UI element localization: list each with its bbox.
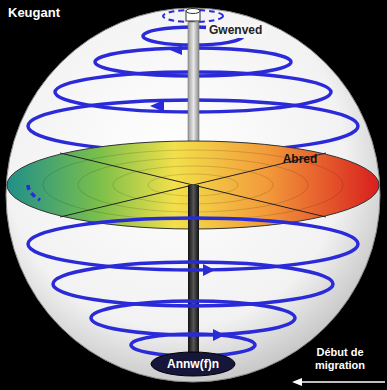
node-label: Annw(f)n (150, 357, 236, 371)
migration-arrow (292, 378, 385, 386)
illustration-part (292, 378, 302, 386)
region-label: Keugant (8, 6, 60, 21)
ellipse-shape (151, 352, 235, 376)
illustration-part (91, 301, 295, 335)
illustration-part (203, 264, 215, 276)
cylinder-icon (186, 9, 200, 22)
node-text-group: Annw(f)n (150, 351, 236, 371)
illustration-part (186, 9, 200, 14)
underworld-ellipse: Annw(f)n (150, 351, 236, 377)
illustration-part (28, 185, 40, 200)
migration-label: Début de migration (300, 346, 380, 371)
illustration-part (170, 45, 182, 55)
illustration-part (300, 381, 385, 383)
illustration-part (150, 100, 164, 112)
sphere (6, 8, 380, 382)
spiral-arrowheads (150, 45, 225, 341)
region-label: Gwenved (206, 24, 265, 38)
illustration-part (213, 329, 225, 341)
region-label: Abred (283, 153, 318, 167)
spiral-lower (28, 185, 358, 356)
